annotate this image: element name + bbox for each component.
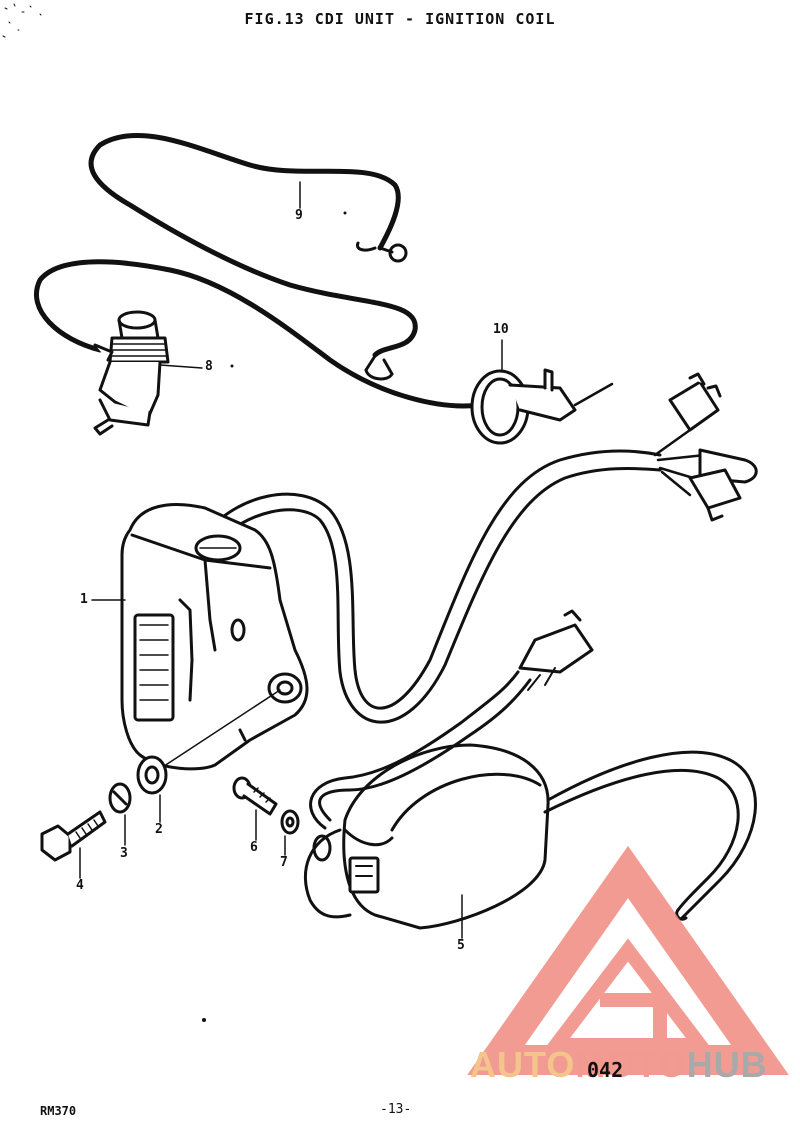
scan-dot — [230, 364, 234, 368]
sheet-code: 042 — [587, 1058, 624, 1082]
callout-leaders — [79, 181, 503, 939]
watermark-logo — [467, 845, 789, 1075]
lock-washer-3 — [108, 782, 132, 814]
ring-terminal-9b — [364, 354, 394, 381]
ring-terminal-9a — [355, 241, 408, 263]
bolt-4 — [40, 810, 107, 862]
scan-dot — [343, 211, 347, 215]
lead-wire-9 — [88, 133, 418, 358]
callout-2: 2 — [155, 822, 163, 837]
callout-7: 7 — [280, 855, 288, 870]
scan-speckle — [2, 3, 42, 38]
cdi-unit-1 — [120, 502, 309, 771]
watermark-text: AUTOMOTOHUB — [470, 1044, 768, 1086]
figure-title: FIG.13 CDI UNIT - IGNITION COIL — [244, 10, 556, 28]
washer-2 — [136, 755, 168, 795]
ignition-coil-5 — [342, 743, 550, 930]
assembly-line — [154, 689, 281, 773]
kill-switch-8 — [93, 310, 170, 436]
callout-9: 9 — [295, 208, 303, 223]
watermark-auto: AUTO — [470, 1044, 576, 1085]
washer-7 — [280, 809, 300, 835]
callout-3: 3 — [120, 846, 128, 861]
callout-1: 1 — [80, 592, 88, 607]
switch-wire-8 — [34, 259, 483, 409]
coil-primary-leads — [304, 670, 532, 919]
harness-leads — [653, 428, 707, 497]
callout-10: 10 — [493, 322, 509, 337]
coil-connector — [518, 609, 594, 691]
cdi-harness-cable — [203, 449, 662, 724]
coil-high-tension-lead — [543, 750, 757, 921]
screw-6 — [232, 776, 278, 816]
watermark-moto: MOTO — [575, 1044, 687, 1085]
callout-6: 6 — [250, 840, 258, 855]
connector-c — [688, 468, 742, 522]
callout-4: 4 — [76, 878, 84, 893]
wire-clamp-10 — [470, 368, 614, 445]
scan-dot — [202, 1018, 206, 1022]
callout-5: 5 — [457, 938, 465, 953]
callout-8: 8 — [205, 359, 213, 374]
watermark-hub: HUB — [686, 1044, 768, 1085]
connector-a — [668, 372, 722, 432]
page-number: -13- — [380, 1102, 412, 1117]
model-code: RM370 — [40, 1104, 77, 1118]
